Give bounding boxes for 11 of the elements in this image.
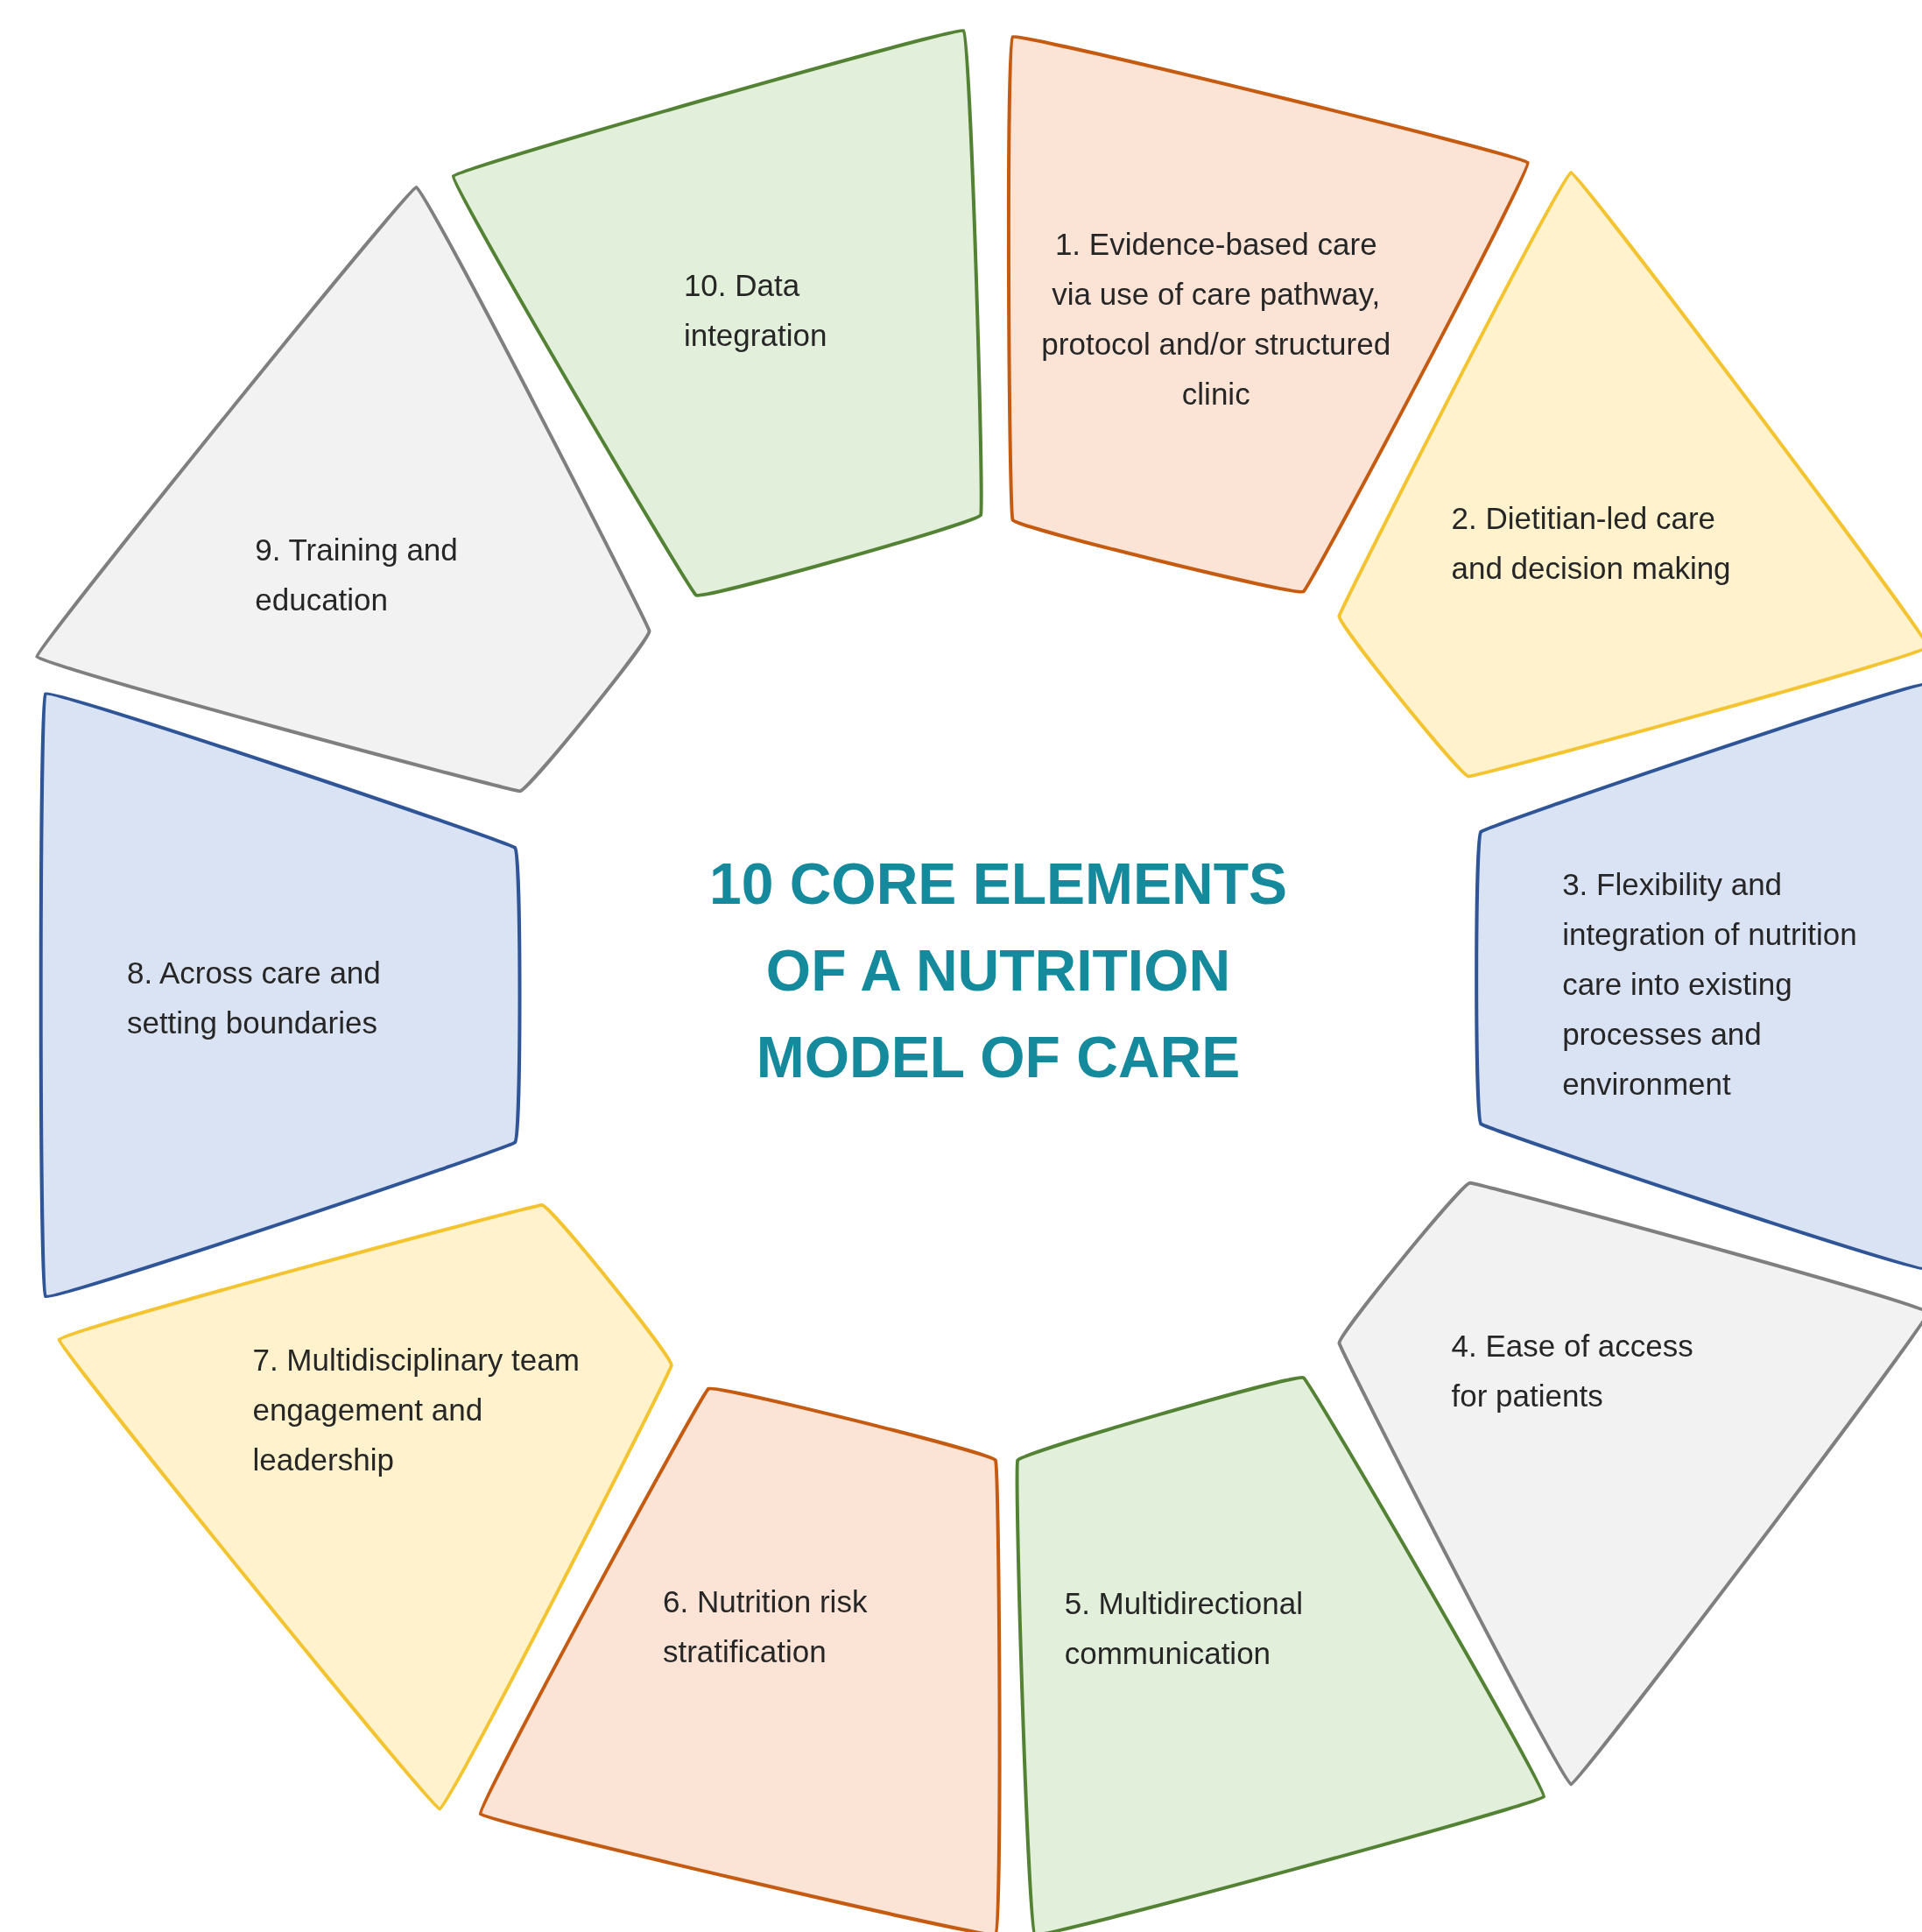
element-label: 4. Ease of access for patients bbox=[1451, 1328, 1694, 1415]
element-label: 3. Flexibility and integration of nutrition care into existing processes and environment bbox=[1562, 865, 1858, 1103]
element-label: 1. Evidence-based care via use of care pathway, protocol and/or structured clinic bbox=[1040, 226, 1392, 413]
element-label: 9. Training and education bbox=[255, 532, 459, 619]
element-label: 7. Multidisciplinary team engagement and leadership bbox=[252, 1341, 581, 1478]
element-label: 8. Across care and setting boundaries bbox=[126, 955, 382, 1041]
element-label: 10. Data integration bbox=[683, 266, 828, 354]
element-label: 5. Multidirectional communication bbox=[1064, 1585, 1305, 1673]
diagram-title: 10 CORE ELEMENTS OF A NUTRITION MODEL OF CARE bbox=[708, 850, 1289, 1091]
element-label: 2. Dietitian-led care and decision making bbox=[1451, 499, 1732, 587]
element-label: 6. Nutrition risk stratification bbox=[663, 1583, 869, 1670]
